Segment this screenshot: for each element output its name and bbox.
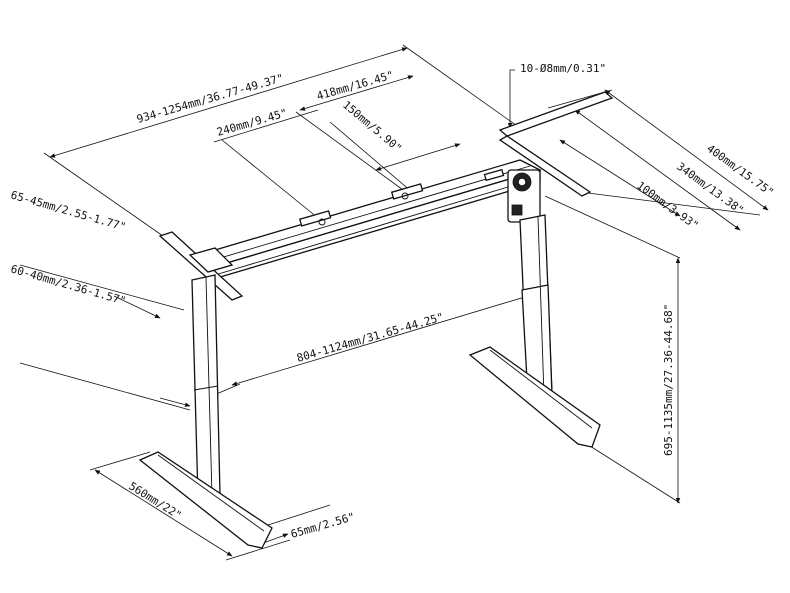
slot-length-label: 150mm/5.90": [340, 98, 404, 155]
leg-spacing-label: 804-1124mm/31.65-44.25": [295, 310, 445, 364]
hole-spec-label: 10-Ø8mm/0.31": [520, 62, 606, 75]
bracket-inner-dim-line: [559, 139, 681, 217]
leg-spacing-dim-line: [231, 289, 549, 386]
right-top-bracket-back: [498, 91, 614, 137]
bracket-span-dim-line: [574, 109, 741, 231]
column-inner-arrow: [159, 397, 191, 407]
slot-length-dim-line: [329, 121, 413, 193]
right-foot: [468, 346, 601, 448]
motor-connector: [511, 204, 523, 216]
foot-length-dim-line: [94, 469, 233, 557]
bracket-inner-label: 100mm/3.93": [634, 179, 701, 232]
frame-center-label: 418mm/16.45": [315, 68, 395, 102]
extension-line: [221, 139, 319, 219]
left-foot: [138, 451, 273, 549]
extension-line: [544, 195, 681, 259]
main-beam-front: [209, 169, 541, 281]
beam-slot: [298, 210, 332, 227]
dimension-labels: 934-1254mm/36.77-49.37" 418mm/16.45" 240…: [9, 62, 776, 541]
column-inner-dim-line: [19, 362, 191, 411]
extension-line: [89, 451, 151, 471]
total-width-dim-line: [49, 47, 408, 158]
slot-length-arrow: [375, 143, 461, 171]
left-bracket-plate: [188, 247, 234, 273]
height-label: 695-1135mm/27.36-44.68": [662, 304, 675, 456]
extension-line: [589, 445, 681, 504]
column-outer-dim-line: [19, 264, 185, 311]
column-inner-label: 60-40mm/2.36-1.57": [9, 262, 127, 307]
column-outer-arrow: [113, 295, 161, 319]
right-top-bracket-front: [498, 135, 592, 197]
extension-line: [267, 504, 331, 526]
desk-frame: [138, 91, 614, 549]
extension-line: [295, 111, 411, 196]
dimension-lines: [19, 44, 769, 561]
hole-spec-leader: [507, 69, 515, 129]
extension-line: [402, 44, 521, 129]
column-outer-label: 65-45mm/2.55-1.77": [9, 188, 127, 233]
extension-line: [43, 152, 164, 237]
frame-center-dim-line: [299, 75, 414, 111]
beam-slot: [483, 168, 505, 182]
